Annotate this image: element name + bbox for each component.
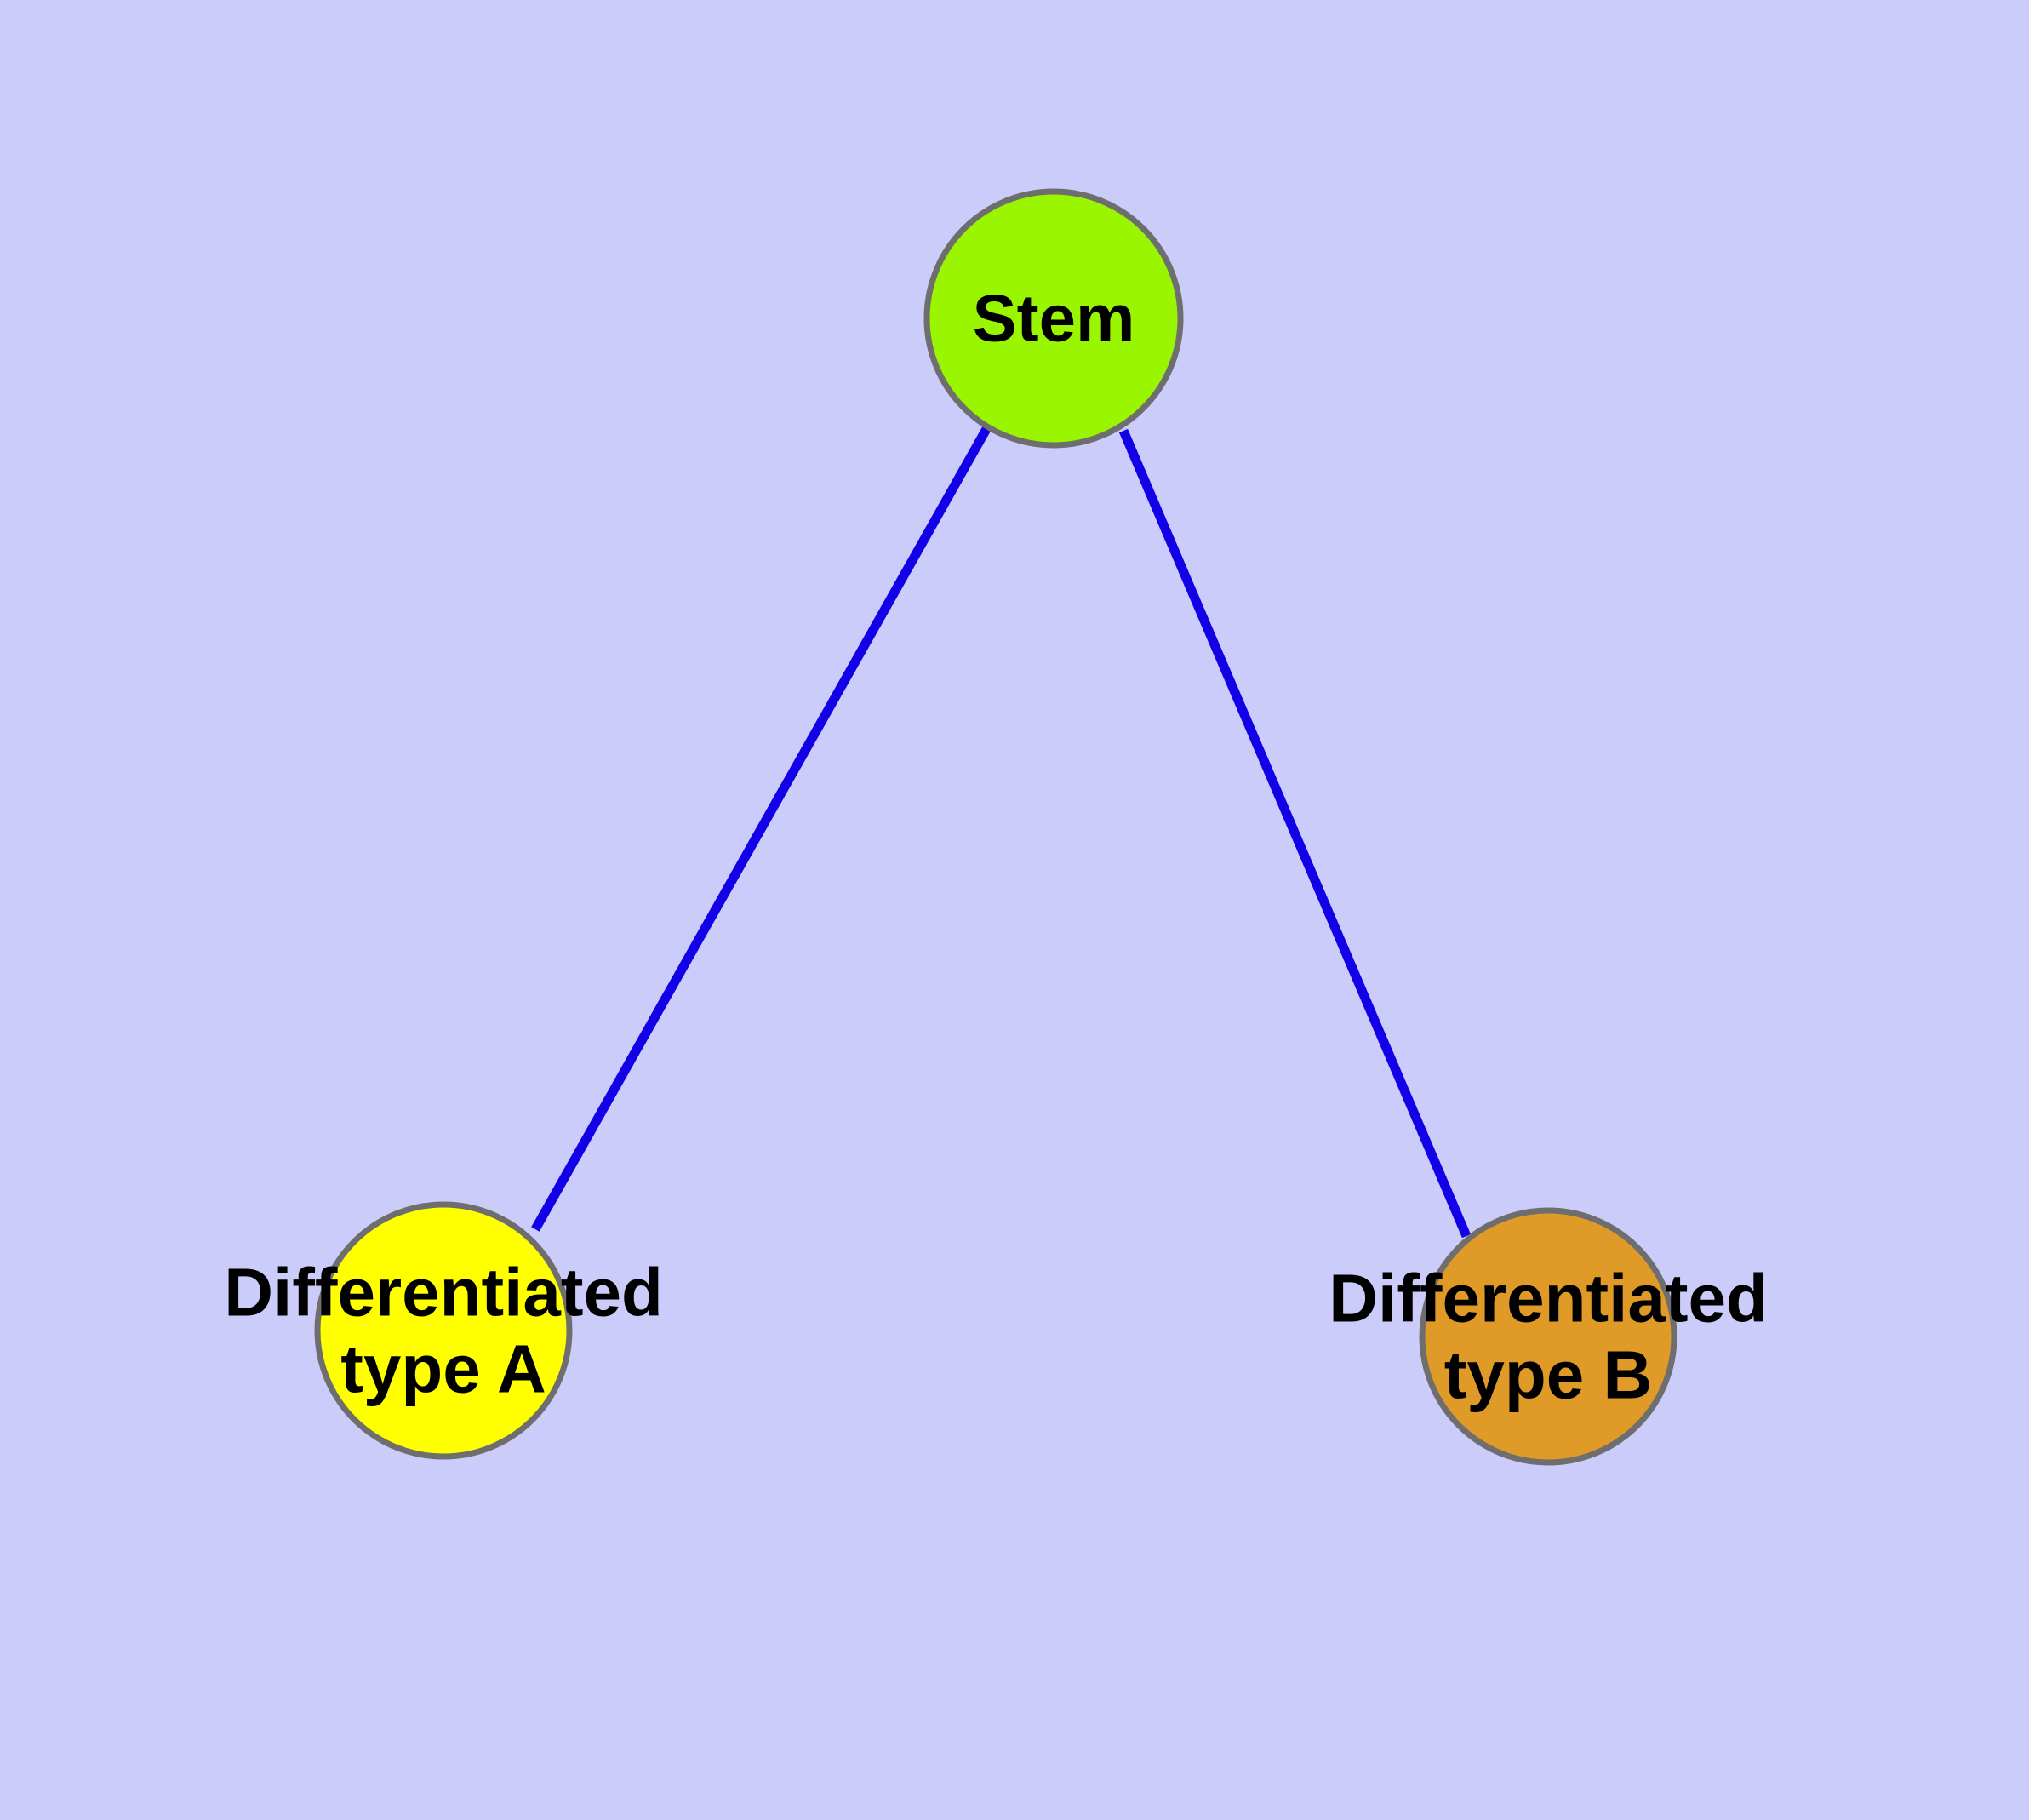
edges-layer (531, 426, 1472, 1239)
node-circle-stem[interactable] (923, 188, 1184, 449)
node-circle-diff-a[interactable] (314, 1201, 573, 1460)
node-circle-diff-b[interactable] (1419, 1207, 1677, 1466)
edge-stem-to-diff-a[interactable] (531, 426, 991, 1232)
edge-stem-to-diff-b[interactable] (1118, 428, 1472, 1239)
nodes-layer (314, 188, 1677, 1466)
